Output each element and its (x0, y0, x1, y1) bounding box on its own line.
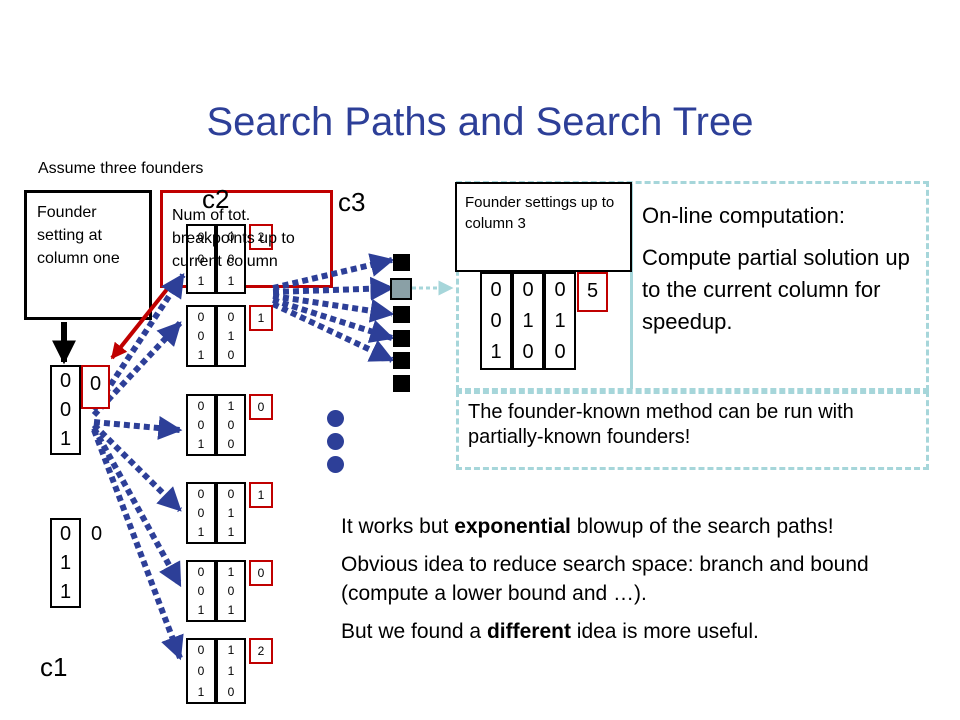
breakpoints-label: Num of tot. breakpoints up to current co… (172, 207, 295, 270)
c2-row5-count: 0 (249, 560, 273, 586)
label-c1: c1 (40, 652, 68, 682)
label-c3: c3 (338, 187, 366, 217)
online-body: Compute partial solution up to the curre… (642, 245, 910, 334)
c2-row3-count: 0 (249, 394, 273, 420)
c1-count-1: 0 (81, 365, 110, 409)
c2-row2-count: 1 (249, 305, 273, 331)
c2-row1-count: 2 (249, 224, 273, 250)
founder-settings-box: Founder settings up to column 3 (455, 182, 632, 272)
online-computation-text: On-line computation: Compute partial sol… (642, 200, 932, 338)
path-c1-c2-row6 (91, 428, 184, 661)
c3-node-3 (393, 306, 410, 323)
panel-divider (630, 184, 633, 389)
path-c2-c3-5 (271, 301, 395, 363)
ellipsis-dot-1 (327, 410, 344, 427)
bottom-paragraph-1: It works but exponential blowup of the s… (341, 515, 834, 538)
founder-setting-box: Founder setting at column one (24, 190, 152, 320)
bottom-text: It works but exponential blowup of the s… (341, 512, 921, 646)
page-title: Search Paths and Search Tree (206, 100, 754, 144)
founder-settings-count: 5 (577, 272, 608, 312)
c3-node-5 (393, 352, 410, 369)
ellipsis-dot-3 (327, 456, 344, 473)
breakpoints-highlight-box (160, 190, 333, 288)
path-c2-c3-2 (272, 276, 395, 301)
c1-count-2: 0 (90, 523, 103, 545)
path-c1-c2-row3 (93, 416, 183, 440)
founder-known-note: The founder-known method can be run with… (468, 401, 854, 448)
c3-node-selected (390, 278, 412, 300)
path-c1-c2-row1 (91, 272, 186, 412)
ellipsis-dot-2 (327, 433, 344, 450)
founder-known-panel (456, 391, 929, 470)
c3-node-1 (393, 254, 410, 271)
online-title: On-line computation: (642, 203, 845, 228)
bottom-paragraph-2: Obvious idea to reduce search space: bra… (341, 553, 869, 605)
online-panel (456, 181, 929, 391)
path-c2-c3-1 (272, 253, 395, 291)
assume-founders-label: Assume three founders (38, 160, 204, 177)
bottom-paragraph-3: But we found a different idea is more us… (341, 620, 759, 643)
path-c2-c3-3 (272, 293, 395, 323)
founder-setting-text: Founder setting at column one (37, 204, 120, 267)
breakpoints-arrow (110, 286, 170, 360)
c3-node-6 (393, 375, 410, 392)
c3-node-4 (393, 330, 410, 347)
path-c1-c2-row4 (91, 422, 183, 513)
c2-row6-count: 2 (249, 638, 273, 664)
path-c2-c3-4 (272, 297, 395, 343)
founder-settings-label: Founder settings up to column 3 (465, 194, 615, 232)
c2-row4-count: 1 (249, 482, 273, 508)
label-c2: c2 (202, 184, 230, 214)
